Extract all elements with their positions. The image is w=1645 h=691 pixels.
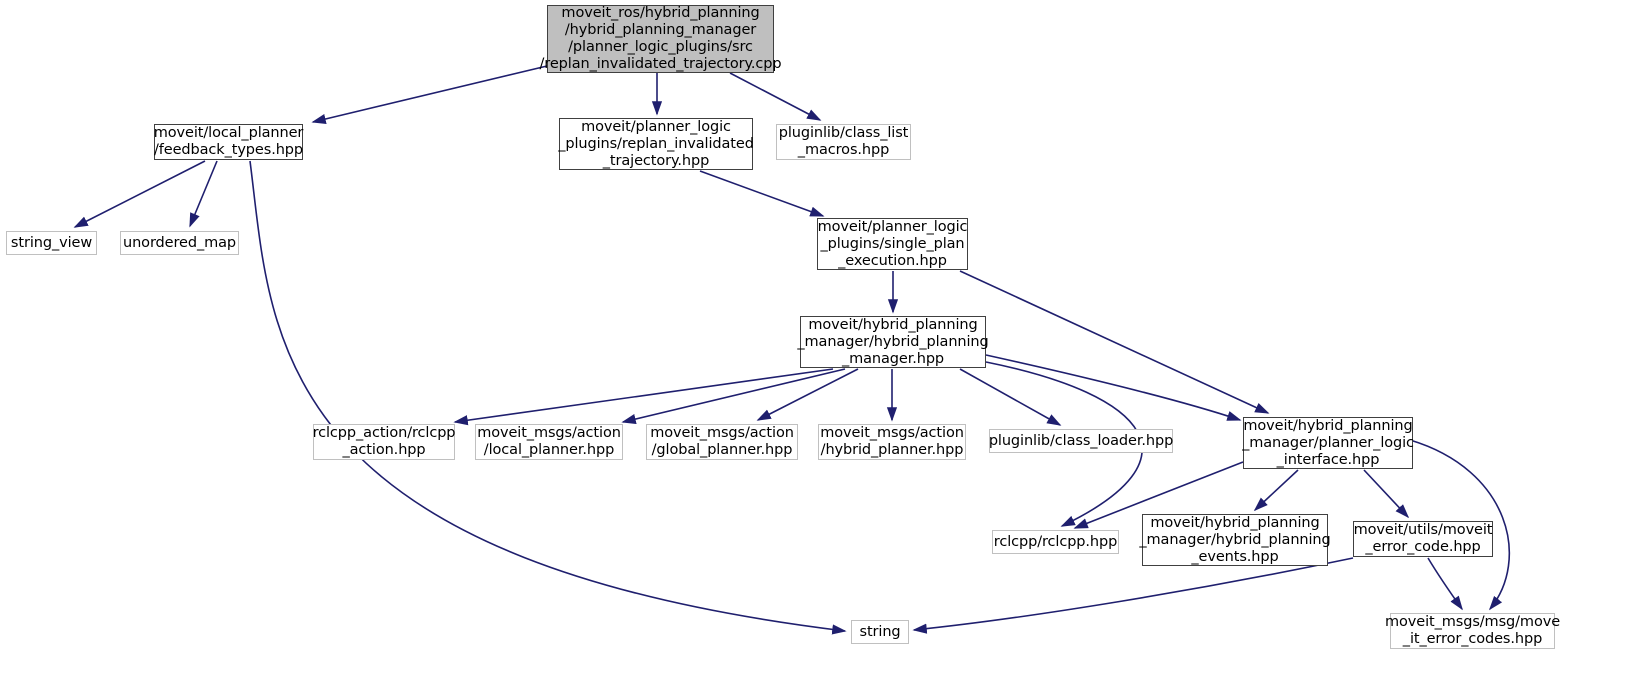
edge-feedback-to-unordered-map	[189, 160, 218, 228]
edge-hpm-to-class-loader	[959, 368, 1062, 426]
node-moveit-utils-moveit-error-code-hpp[interactable]: moveit/utils/moveit _error_code.hpp	[1353, 521, 1493, 557]
edge-root-to-feedback-types	[311, 65, 548, 125]
node-moveit-hybrid-planning-manager-planner-logic-interface-hpp[interactable]: moveit/hybrid_planning _manager/planner_…	[1242, 417, 1414, 469]
node-pluginlib-class-list-macros-hpp[interactable]: pluginlib/class_list _macros.hpp	[776, 124, 911, 160]
node-pluginlib-class-loader-hpp[interactable]: pluginlib/class_loader.hpp	[989, 429, 1173, 453]
edge-replan-hpp-to-single-plan	[699, 170, 825, 217]
edge-feedback-to-string	[249, 160, 847, 635]
edge-pli-to-moveit-error-code	[1363, 469, 1410, 519]
node-replan-invalidated-trajectory-cpp[interactable]: moveit_ros/hybrid_planning /hybrid_plann…	[539, 5, 782, 73]
edge-hpm-to-planner-logic-interface	[985, 354, 1242, 421]
node-moveit-hybrid-planning-manager-hybrid-planning-manager-hpp[interactable]: moveit/hybrid_planning _manager/hybrid_p…	[797, 316, 989, 368]
edge-single-plan-to-pli	[959, 270, 1270, 414]
node-rclcpp-action-rclcpp-action-hpp[interactable]: rclcpp_action/rclcpp _action.hpp	[312, 424, 456, 460]
edge-feedback-to-string-view	[73, 160, 206, 228]
edge-hpm-to-global-planner-action	[756, 368, 859, 421]
node-string-view[interactable]: string_view	[6, 231, 97, 255]
node-moveit-msgs-action-local-planner-hpp[interactable]: moveit_msgs/action /local_planner.hpp	[475, 424, 623, 460]
node-moveit-msgs-action-hybrid-planner-hpp[interactable]: moveit_msgs/action /hybrid_planner.hpp	[818, 424, 966, 460]
edge-pli-to-hp-events	[1253, 469, 1299, 512]
node-moveit-msgs-msg-moveit-error-codes-hpp[interactable]: moveit_msgs/msg/move _it_error_codes.hpp	[1384, 613, 1561, 649]
edge-error-code-to-string	[912, 557, 1354, 634]
edge-hpm-to-local-planner-action	[621, 368, 846, 425]
node-string[interactable]: string	[851, 620, 909, 644]
edge-error-code-to-error-codes-msg	[1427, 557, 1463, 611]
node-moveit-msgs-action-global-planner-hpp[interactable]: moveit_msgs/action /global_planner.hpp	[646, 424, 798, 460]
node-moveit-planner-logic-plugins-replan-invalidated-trajectory-hpp[interactable]: moveit/planner_logic _plugins/replan_inv…	[558, 118, 754, 170]
node-moveit-planner-logic-plugins-single-plan-execution-hpp[interactable]: moveit/planner_logic _plugins/single_pla…	[817, 218, 968, 270]
node-unordered-map[interactable]: unordered_map	[120, 231, 239, 255]
node-moveit-local-planner-feedback-types-hpp[interactable]: moveit/local_planner /feedback_types.hpp	[153, 124, 304, 160]
edge-root-to-class-list-macros	[729, 72, 822, 121]
node-moveit-hybrid-planning-manager-hybrid-planning-events-hpp[interactable]: moveit/hybrid_planning _manager/hybrid_p…	[1139, 514, 1331, 566]
edge-hpm-to-rclcpp-action	[453, 368, 834, 426]
node-rclcpp-rclcpp-hpp[interactable]: rclcpp/rclcpp.hpp	[992, 530, 1119, 554]
